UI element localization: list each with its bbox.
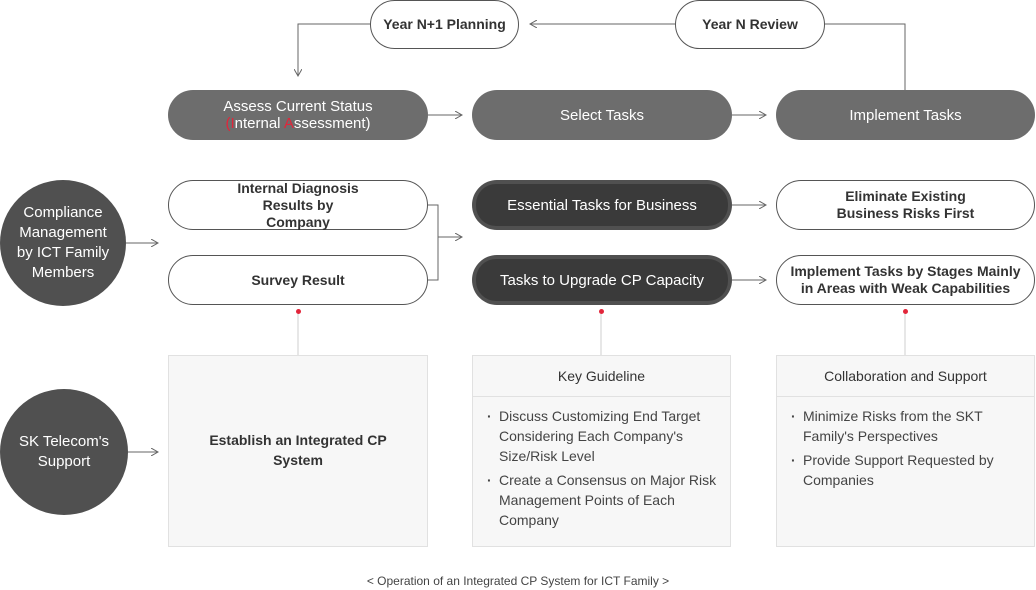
upgrade-cp-capacity-node: Tasks to Upgrade CP Capacity: [472, 255, 732, 305]
key-guideline-panel: Key Guideline Discuss Customizing End Ta…: [472, 355, 731, 547]
connector-dot: [903, 309, 908, 314]
year-n1-planning-node: Year N+1 Planning: [370, 0, 519, 49]
essential-tasks-label: Essential Tasks for Business: [476, 184, 728, 226]
connector-dot: [599, 309, 604, 314]
assess-current-status-node: Assess Current Status (Internal Assessme…: [168, 90, 428, 140]
select-tasks-node: Select Tasks: [472, 90, 732, 140]
survey-result-node: Survey Result: [168, 255, 428, 305]
internal-diagnosis-node: Internal Diagnosis Results by Company: [168, 180, 428, 230]
key-guideline-list: Discuss Customizing End Target Consideri…: [487, 406, 718, 534]
assess-line2: (Internal Assessment): [225, 115, 370, 132]
collaboration-panel: Collaboration and Support Minimize Risks…: [776, 355, 1035, 547]
connector-dot: [296, 309, 301, 314]
establish-panel: Establish an Integrated CP System: [168, 355, 428, 547]
assess-letter-i: I: [230, 115, 235, 132]
essential-tasks-node: Essential Tasks for Business: [472, 180, 732, 230]
key-guideline-title: Key Guideline: [473, 356, 730, 397]
eliminate-risks-node: Eliminate Existing Business Risks First: [776, 180, 1035, 230]
implement-by-stages-node: Implement Tasks by Stages Mainly in Area…: [776, 255, 1035, 305]
list-item: Minimize Risks from the SKT Family's Per…: [791, 406, 1022, 446]
collaboration-list: Minimize Risks from the SKT Family's Per…: [791, 406, 1022, 494]
compliance-management-circle: Compliance Management by ICT Family Memb…: [0, 180, 126, 306]
year-n-review-node: Year N Review: [675, 0, 825, 49]
implement-tasks-node: Implement Tasks: [776, 90, 1035, 140]
assess-open-paren: (: [225, 115, 231, 132]
collaboration-title: Collaboration and Support: [777, 356, 1034, 397]
sk-telecom-support-circle: SK Telecom's Support: [0, 389, 128, 515]
upgrade-cp-capacity-label: Tasks to Upgrade CP Capacity: [476, 259, 728, 301]
list-item: Discuss Customizing End Target Consideri…: [487, 406, 718, 466]
assess-mid: nternal: [234, 115, 284, 132]
list-item: Provide Support Requested by Companies: [791, 450, 1022, 490]
establish-text: Establish an Integrated CP System: [209, 432, 387, 468]
figure-caption: < Operation of an Integrated CP System f…: [366, 574, 670, 588]
list-item: Create a Consensus on Major Risk Managem…: [487, 470, 718, 530]
assess-letter-a: A: [283, 115, 294, 132]
assess-line1: Assess Current Status: [223, 98, 373, 115]
assess-end: ssessment): [293, 115, 371, 132]
